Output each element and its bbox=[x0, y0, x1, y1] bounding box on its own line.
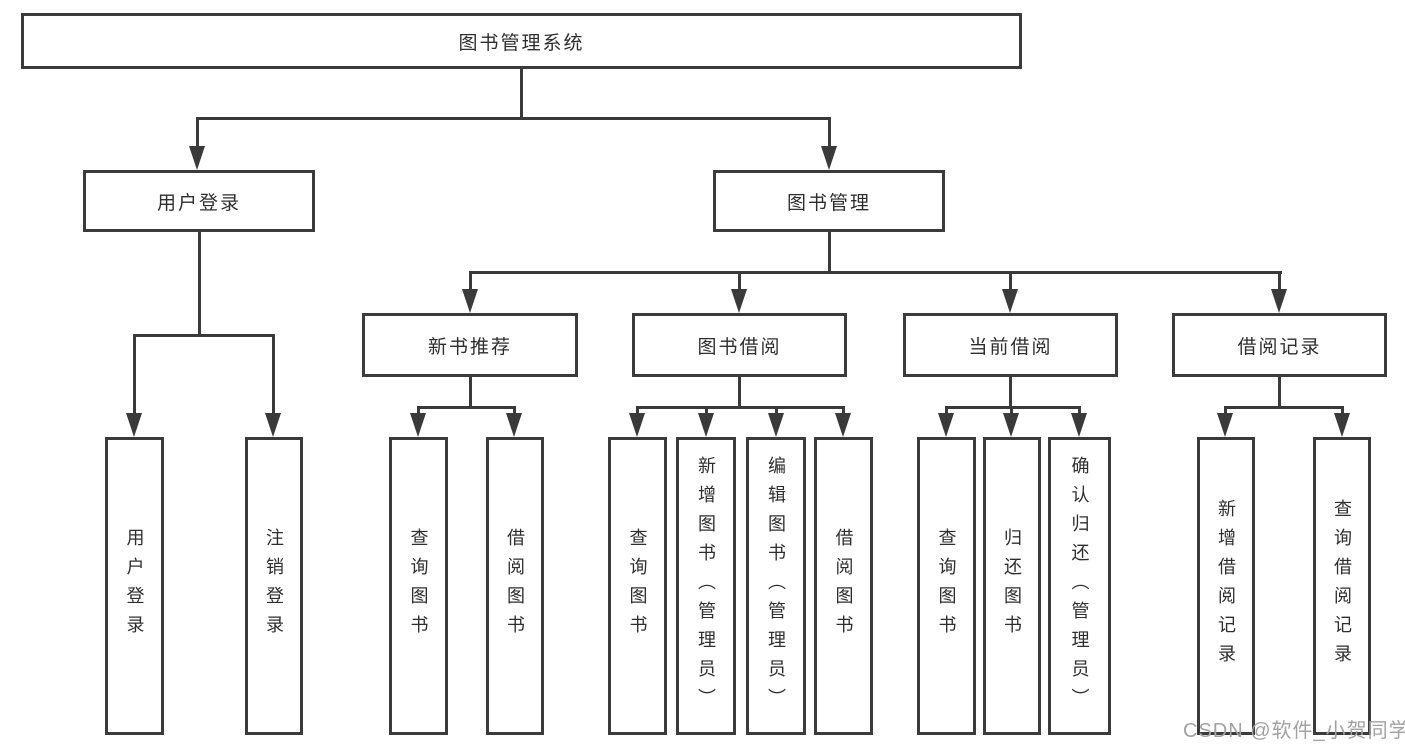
connector-line bbox=[198, 232, 201, 337]
node-leaf-return-books: 归还图书 bbox=[983, 437, 1041, 735]
node-leaf-user-login: 用户登录 bbox=[105, 437, 164, 735]
connector-line bbox=[272, 334, 275, 415]
connector-line bbox=[828, 232, 831, 274]
connector-line bbox=[469, 271, 472, 293]
arrow-down-icon bbox=[189, 146, 205, 170]
node-label: 图书管理系统 bbox=[458, 32, 585, 54]
node-label: 图书借阅 bbox=[697, 336, 782, 358]
connector-line bbox=[828, 117, 831, 149]
arrow-down-icon bbox=[1334, 413, 1350, 437]
node-label: 借阅图书 bbox=[505, 528, 525, 644]
node-label: 编辑图书（管理员） bbox=[766, 455, 786, 717]
connector-line bbox=[513, 406, 516, 415]
connector-line bbox=[469, 271, 1282, 274]
connector-line bbox=[945, 406, 948, 415]
arrow-down-icon bbox=[835, 413, 851, 437]
node-leaf-query-books: 查询图书 bbox=[608, 437, 667, 735]
arrow-down-icon bbox=[698, 413, 714, 437]
node-label: 查询借阅记录 bbox=[1332, 499, 1352, 673]
node-label: 当前借阅 bbox=[968, 336, 1053, 358]
connector-line bbox=[520, 69, 523, 119]
node-label: 新增图书（管理员） bbox=[696, 455, 716, 717]
connector-line bbox=[1278, 376, 1281, 409]
node-label: 注销登录 bbox=[264, 528, 284, 644]
connector-line bbox=[417, 406, 420, 415]
node-leaf-borrow-books: 借阅图书 bbox=[486, 437, 544, 735]
node-label: 查询图书 bbox=[408, 528, 429, 644]
node-label: 借阅记录 bbox=[1237, 336, 1322, 358]
connector-line bbox=[1278, 271, 1281, 293]
arrow-down-icon bbox=[938, 413, 954, 437]
node-label: 用户登录 bbox=[124, 528, 145, 644]
node-label: 确认归还（管理员） bbox=[1069, 455, 1090, 717]
node-book-management: 图书管理 bbox=[713, 170, 945, 232]
connector-line bbox=[1010, 406, 1013, 415]
connector-line bbox=[133, 334, 275, 337]
arrow-down-icon bbox=[821, 146, 837, 170]
node-label: 借阅图书 bbox=[833, 528, 854, 644]
arrow-down-icon bbox=[1002, 289, 1018, 313]
node-label: 归还图书 bbox=[1002, 528, 1022, 644]
node-label: 查询图书 bbox=[627, 528, 648, 644]
node-book-borrowing: 图书借阅 bbox=[632, 313, 847, 377]
connector-line bbox=[196, 117, 831, 120]
arrow-down-icon bbox=[768, 413, 784, 437]
node-leaf-query-borrow-record: 查询借阅记录 bbox=[1313, 437, 1371, 735]
arrow-down-icon bbox=[1217, 413, 1233, 437]
connector-line bbox=[1224, 406, 1227, 415]
arrow-down-icon bbox=[1071, 413, 1087, 437]
node-label: 图书管理 bbox=[786, 192, 871, 214]
node-leaf-confirm-return-admin: 确认归还（管理员） bbox=[1048, 437, 1111, 735]
connector-line bbox=[417, 406, 516, 409]
arrow-down-icon bbox=[462, 289, 478, 313]
connector-line bbox=[636, 406, 639, 415]
arrow-down-icon bbox=[629, 413, 645, 437]
node-borrow-records: 借阅记录 bbox=[1172, 313, 1387, 377]
node-label: 新增借阅记录 bbox=[1216, 499, 1236, 673]
node-new-book-recommend: 新书推荐 bbox=[362, 313, 578, 377]
node-leaf-query-books: 查询图书 bbox=[389, 437, 448, 735]
connector-line bbox=[842, 406, 845, 415]
connector-line bbox=[775, 406, 778, 415]
arrow-down-icon bbox=[1003, 413, 1019, 437]
arrow-down-icon bbox=[1271, 289, 1287, 313]
connector-line bbox=[133, 334, 136, 415]
node-label: 用户登录 bbox=[156, 192, 241, 214]
arrow-down-icon bbox=[410, 413, 426, 437]
node-library-management-system: 图书管理系统 bbox=[21, 13, 1022, 69]
node-user-login: 用户登录 bbox=[83, 170, 315, 232]
arrow-down-icon bbox=[506, 413, 522, 437]
node-leaf-borrow-books: 借阅图书 bbox=[814, 437, 873, 735]
connector-line bbox=[1078, 406, 1081, 415]
node-label: 查询图书 bbox=[936, 528, 957, 644]
connector-line bbox=[636, 406, 845, 409]
connector-line bbox=[945, 406, 1081, 409]
connector-line bbox=[1224, 406, 1344, 409]
arrow-down-icon bbox=[265, 413, 281, 437]
connector-line bbox=[738, 271, 741, 293]
connector-line bbox=[1341, 406, 1344, 415]
connector-line bbox=[1009, 376, 1012, 409]
arrow-down-icon bbox=[731, 289, 747, 313]
connector-line bbox=[1009, 271, 1012, 293]
node-leaf-logout: 注销登录 bbox=[245, 437, 303, 735]
node-leaf-add-borrow-record: 新增借阅记录 bbox=[1197, 437, 1255, 735]
connector-line bbox=[705, 406, 708, 415]
csdn-watermark: CSDN @软件_小贺同学 bbox=[1183, 720, 1405, 742]
node-current-borrowing: 当前借阅 bbox=[903, 313, 1118, 377]
node-leaf-add-books-admin: 新增图书（管理员） bbox=[676, 437, 736, 735]
connector-line bbox=[196, 117, 199, 149]
node-leaf-query-books: 查询图书 bbox=[917, 437, 976, 735]
connector-line bbox=[738, 376, 741, 409]
connector-line bbox=[469, 376, 472, 409]
arrow-down-icon bbox=[126, 413, 142, 437]
node-leaf-edit-books-admin: 编辑图书（管理员） bbox=[746, 437, 806, 735]
node-label: 新书推荐 bbox=[427, 336, 512, 358]
